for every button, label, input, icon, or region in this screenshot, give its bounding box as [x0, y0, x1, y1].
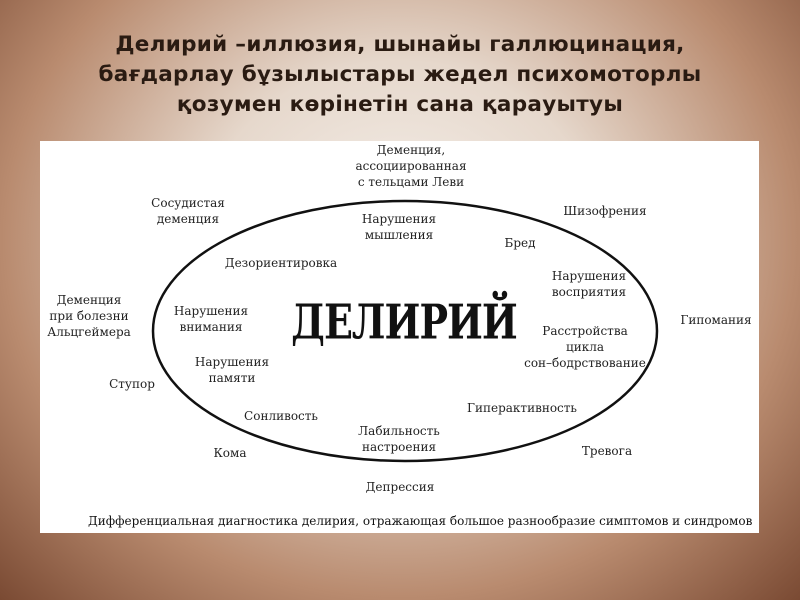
- label-line: Деменция,: [376, 143, 446, 157]
- diagram-panel: Деменция, ассоциированная с тельцами Лев…: [40, 141, 759, 533]
- label-vascular-dementia: Сосудистая деменция: [151, 195, 225, 227]
- label-line: настроения: [361, 440, 437, 454]
- label-anxiety: Тревога: [581, 444, 633, 458]
- label-perception-disorders: Нарушения восприятия: [552, 268, 626, 300]
- label-thinking-disorders: Нарушения мышления: [362, 211, 436, 243]
- label-line: с тельцами Леви: [357, 175, 465, 189]
- label-line: Нарушения: [194, 355, 270, 369]
- diagram-svg: [151, 199, 659, 463]
- label-coma: Кома: [213, 446, 247, 460]
- label-dementia-levy: Деменция, ассоциированная с тельцами Лев…: [355, 142, 466, 190]
- label-somnolence: Сонливость: [244, 409, 318, 423]
- label-hyperactivity: Гиперактивность: [467, 401, 577, 415]
- label-line: Нарушения: [361, 212, 437, 226]
- title-line-2: бағдарлау бұзылыстары жедел психомоторлы: [98, 62, 702, 87]
- label-mood-lability: Лабильность настроения: [358, 423, 440, 455]
- label-line: Альцгеймера: [47, 325, 131, 339]
- label-line: цикла: [566, 340, 604, 354]
- label-line: восприятия: [551, 285, 627, 299]
- label-line: ассоциированная: [355, 159, 467, 173]
- label-line: Расстройства: [542, 324, 628, 338]
- label-memory-disorders: Нарушения памяти: [195, 354, 269, 386]
- label-disorientation: Дезориентировка: [224, 256, 338, 270]
- delirium-ellipse: [151, 199, 659, 463]
- label-sleep-wake: Расстройства цикла сон–бодрствование: [524, 323, 646, 371]
- label-line: внимания: [179, 320, 243, 334]
- label-line: Нарушения: [551, 269, 627, 283]
- title-line-1: Делирий –иллюзия, шынайы галлюцинация,: [115, 32, 685, 57]
- label-schizophrenia: Шизофрения: [563, 204, 647, 218]
- label-line: Нарушения: [173, 304, 249, 318]
- title-line-3: қозумен көрінетін сана қарауытуы: [176, 92, 624, 117]
- label-line: при болезни: [49, 309, 129, 323]
- center-label-delirium: ДЕЛИРИЙ: [291, 293, 518, 350]
- label-attention-disorders: Нарушения внимания: [174, 303, 248, 335]
- label-line: памяти: [208, 371, 256, 385]
- label-line: деменция: [156, 212, 220, 226]
- label-hypomania: Гипомания: [680, 313, 752, 327]
- label-alzheimer: Деменция при болезни Альцгеймера: [47, 292, 131, 340]
- slide-title: Делирий –иллюзия, шынайы галлюцинация, б…: [40, 30, 760, 120]
- diagram-caption: Дифференциальная диагностика делирия, от…: [88, 514, 753, 528]
- label-line: мышления: [364, 228, 434, 242]
- label-line: сон–бодрствование: [524, 356, 646, 370]
- label-delusion: Бред: [504, 236, 536, 250]
- label-depression: Депрессия: [365, 480, 435, 494]
- label-line: Деменция: [56, 293, 122, 307]
- label-line: Лабильность: [358, 424, 440, 438]
- label-stupor: Ступор: [109, 377, 155, 391]
- label-line: Сосудистая: [151, 196, 225, 210]
